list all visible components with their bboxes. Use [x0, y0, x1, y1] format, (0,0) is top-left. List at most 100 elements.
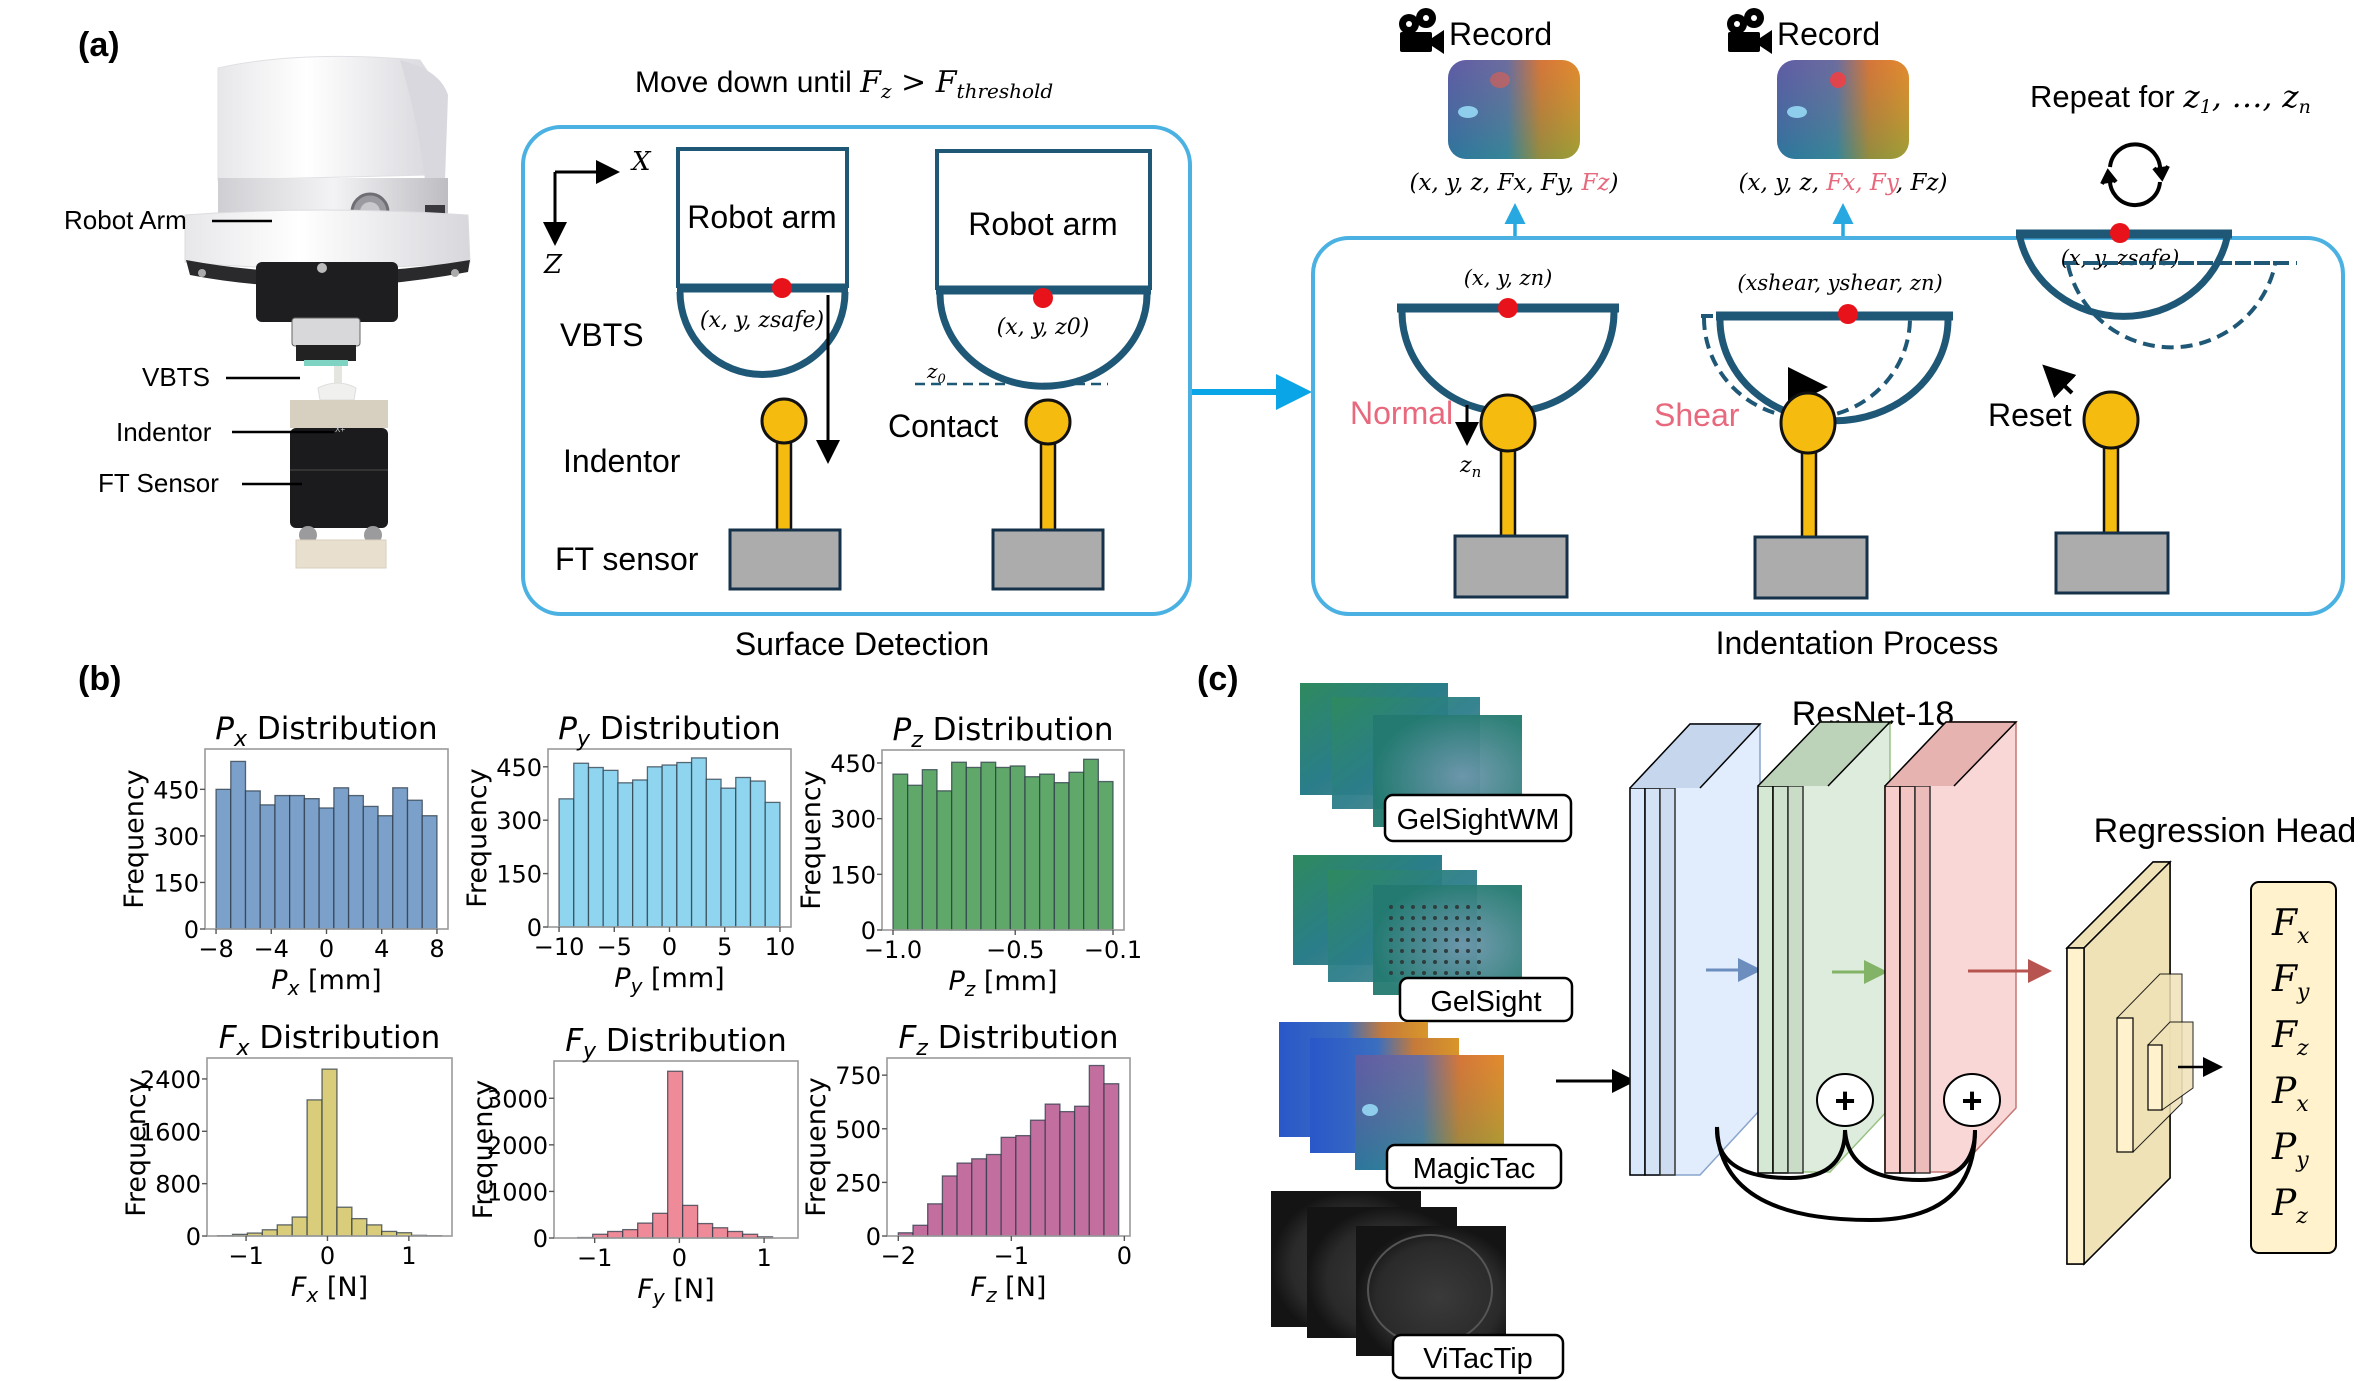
histogram-bar — [720, 787, 737, 928]
svg-text:(x, y, zsafe): (x, y, zsafe) — [700, 308, 824, 333]
x-axis-label: Fz [N] — [971, 1272, 1047, 1307]
histogram-bar — [661, 764, 678, 928]
record-normal-tuple: (x, y, z, Fx, Fy, Fz) — [1409, 170, 1618, 196]
y-tick-label: 300 — [153, 823, 199, 851]
histogram-bar — [632, 779, 649, 928]
chart-title: Px Distribution — [215, 711, 437, 752]
histogram-bar — [676, 761, 693, 928]
marker-dot — [1411, 971, 1415, 975]
y-axis-label: Frequency — [121, 1077, 152, 1217]
input-label-box — [1383, 793, 1573, 843]
svg-text:(xshear, yshear, zn): (xshear, yshear, zn) — [1737, 271, 1942, 295]
x-axis-label: Py [mm] — [614, 963, 724, 998]
x-tick-label: 0 — [1117, 1242, 1132, 1270]
marker-dot — [1389, 971, 1393, 975]
histogram-bar — [927, 1203, 944, 1237]
histogram-bar — [637, 1222, 654, 1239]
resnet-block-1 — [1629, 723, 1762, 1176]
svg-text:ViTacTip: ViTacTip — [1423, 1343, 1533, 1375]
plot-frame — [886, 1057, 1131, 1237]
y-tick-label: 450 — [153, 776, 199, 804]
repeat-cycle-icon — [2100, 142, 2170, 208]
histogram-bar — [333, 787, 350, 930]
x-tick-label: −1.0 — [864, 936, 922, 964]
y-axis-label: Frequency — [462, 768, 493, 908]
x-tick-label: −8 — [198, 935, 233, 963]
x-tick-label: −1 — [228, 1242, 263, 1270]
marker-dot — [1422, 927, 1426, 931]
histogram-bar — [1097, 780, 1114, 931]
histogram-bar — [289, 794, 306, 930]
x-axis-label: Pz [mm] — [948, 966, 1057, 1001]
label-ft-sensor-diagram: FT sensor — [555, 541, 699, 577]
y-tick-label: 750 — [835, 1062, 881, 1090]
record-shear: Record (x, y, z, Fx, Fy, Fz) — [1727, 8, 1948, 236]
y-tick-label: 150 — [830, 861, 876, 889]
marker-dot — [1477, 938, 1481, 942]
marker-dot — [1455, 960, 1459, 964]
indentor-contact — [991, 398, 1105, 591]
output-vector — [2250, 881, 2337, 1254]
z0-label: z0 — [926, 359, 946, 387]
camera-icon — [1727, 8, 1772, 54]
normal-label: Normal — [1350, 395, 1453, 431]
histogram-bar — [347, 794, 364, 930]
input-magictac: MagicTac — [1279, 1022, 1563, 1190]
marker-dot — [1466, 927, 1470, 931]
label-vbts: VBTS — [142, 362, 210, 392]
histogram-bar — [1029, 1119, 1046, 1237]
marker-dot — [1444, 971, 1448, 975]
marker-dot — [1444, 938, 1448, 942]
axes-icon: X Z — [543, 147, 652, 280]
marker-dot — [1444, 916, 1448, 920]
histogram-bar — [406, 799, 423, 930]
histogram-bar — [696, 1222, 714, 1239]
histogram-bar — [711, 1227, 729, 1239]
x-tick-label: −4 — [254, 935, 289, 963]
y-tick-label: 2000 — [487, 1132, 548, 1160]
label-vbts-diagram: VBTS — [560, 317, 644, 353]
marker-dot — [1455, 949, 1459, 953]
marker-dot — [1455, 971, 1459, 975]
x-tick-label: −2 — [881, 1242, 916, 1270]
histogram-bar — [971, 1158, 988, 1237]
marker-dot — [1466, 916, 1470, 920]
add-node-2: + — [1943, 1073, 2001, 1127]
histogram-bar — [681, 1204, 699, 1239]
svg-text:(x, y, zn): (x, y, zn) — [1464, 266, 1553, 290]
x-tick-label: 10 — [765, 933, 796, 961]
marker-dot — [1466, 971, 1470, 975]
histogram-bar — [1015, 1134, 1032, 1237]
x-tick-label: 0 — [672, 1244, 687, 1272]
histogram-bar — [1053, 782, 1070, 931]
y-tick-label: 300 — [496, 807, 542, 835]
histogram-bar — [652, 1212, 669, 1239]
histogram-bar — [764, 801, 781, 928]
histogram-bar — [726, 1230, 744, 1239]
tactile-image-normal — [1448, 60, 1580, 159]
chart-title: Fy Distribution — [565, 1023, 787, 1064]
histogram-bar — [587, 766, 604, 928]
marker-dot — [1433, 905, 1437, 909]
marker-dot — [1477, 971, 1481, 975]
marker-dot — [1433, 927, 1437, 931]
histogram-bar — [244, 790, 261, 930]
tactile-image-shear — [1777, 60, 1909, 159]
marker-dot — [1477, 916, 1481, 920]
y-tick-label: 300 — [830, 806, 876, 834]
marker-dot — [1444, 927, 1448, 931]
zn-label: zn — [1459, 453, 1481, 481]
histogram-bar — [1024, 776, 1041, 931]
marker-dot — [1389, 960, 1393, 964]
marker-dot — [1400, 938, 1404, 942]
marker-dot — [1477, 905, 1481, 909]
histogram-bar — [1083, 758, 1099, 931]
panel-label-c: (c) — [1197, 660, 1239, 698]
marker-dot — [1389, 938, 1393, 942]
x-tick-label: −5 — [597, 933, 632, 961]
marker-dot — [1466, 905, 1470, 909]
